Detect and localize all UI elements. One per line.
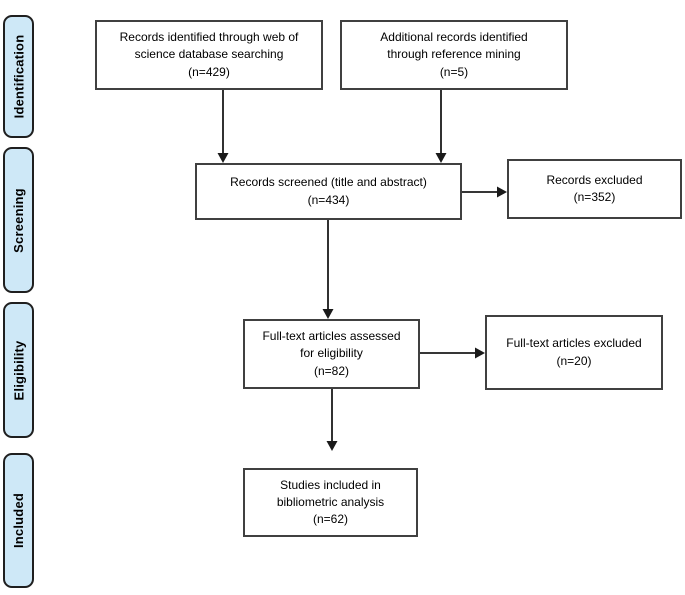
stage-included: Included — [3, 453, 34, 588]
box-additional-records-text: Additional records identified through re… — [380, 30, 528, 79]
arrow-fulltext-to-included-icon — [326, 389, 338, 451]
box-fulltext-excluded: Full-text articles excluded (n=20) — [485, 315, 663, 390]
stage-included-label: Included — [11, 492, 26, 549]
box-fulltext-assessed: Full-text articles assessed for eligibil… — [243, 319, 420, 389]
box-additional-records: Additional records identified through re… — [340, 20, 568, 90]
box-fulltext-assessed-text: Full-text articles assessed for eligibil… — [262, 329, 401, 378]
stage-screening: Screening — [3, 147, 34, 293]
stage-identification-label: Identification — [11, 34, 27, 119]
arrow-screened-to-excluded-icon — [462, 186, 507, 198]
stage-screening-label: Screening — [11, 187, 26, 253]
arrow-fulltext-to-ftexcluded-icon — [420, 347, 485, 359]
box-studies-included-text: Studies included in bibliometric analysi… — [276, 477, 385, 527]
box-records-excluded: Records excluded (n=352) — [507, 159, 682, 219]
stage-identification: Identification — [3, 15, 34, 138]
arrow-identified-to-screened-icon — [217, 90, 229, 163]
box-records-identified-text: Records identified through web of scienc… — [119, 30, 299, 79]
stage-eligibility-label: Eligibility — [11, 340, 27, 400]
box-fulltext-excluded-text: Full-text articles excluded (n=20) — [506, 336, 642, 368]
arrow-additional-to-screened-icon — [435, 90, 447, 163]
stage-eligibility: Eligibility — [3, 302, 34, 438]
box-records-screened-text: Records screened (title and abstract) (n… — [230, 175, 427, 207]
box-records-screened: Records screened (title and abstract) (n… — [195, 163, 462, 220]
box-records-identified: Records identified through web of scienc… — [95, 20, 323, 90]
arrow-screened-to-fulltext-icon — [322, 220, 334, 319]
box-studies-included: Studies included in bibliometric analysi… — [243, 468, 418, 537]
box-records-excluded-text: Records excluded (n=352) — [546, 172, 643, 204]
